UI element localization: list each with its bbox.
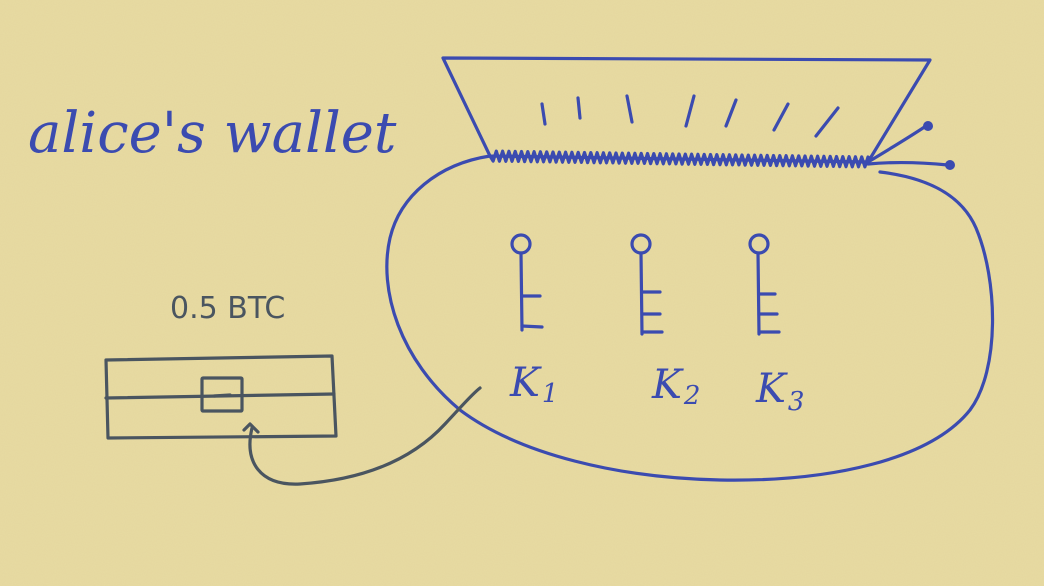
key-2-label: K2 [651,362,700,411]
coin-amount-label: 0.5 BTC [170,291,285,326]
drawstring-right [866,161,950,167]
coin-wallet-connector [248,386,482,486]
drawstring-bead-left [923,121,933,131]
drawstring-bead-right [945,160,955,170]
key-2 [630,233,664,336]
wallet-zipper [488,149,870,169]
drawstring-left [866,124,928,164]
coin-clasp [200,376,244,413]
key-1-label: K1 [509,360,558,409]
flap-stripes [540,94,840,138]
key-3 [748,233,781,336]
wallet-title: alice's wallet [28,101,397,166]
key-1 [510,233,544,332]
coin-box [104,354,338,440]
wallet-pouch-body [385,154,995,482]
key-3-label: K3 [755,366,804,417]
